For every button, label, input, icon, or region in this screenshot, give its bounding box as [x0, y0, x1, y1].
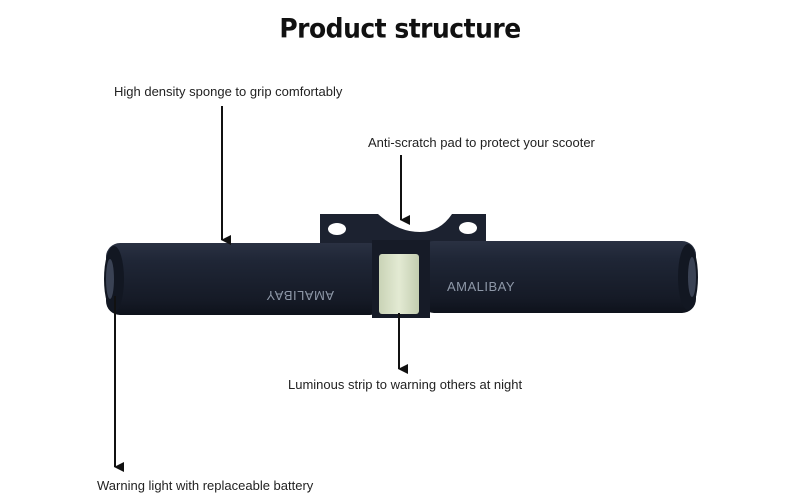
warning-light-left [106, 259, 114, 299]
label-anti-scratch-pad: Anti-scratch pad to protect your scooter [368, 135, 595, 150]
brand-text-right: AMALIBAY [447, 279, 515, 294]
label-warning-light: Warning light with replaceable battery [97, 478, 314, 493]
label-luminous-strip: Luminous strip to warning others at nigh… [288, 377, 523, 392]
grip-right [420, 241, 698, 313]
grip-left [104, 243, 384, 315]
bracket-hole-left [328, 223, 346, 235]
warning-light-right [688, 257, 696, 297]
bracket-hole-right [459, 222, 477, 234]
mounting-bracket [320, 214, 486, 246]
label-sponge: High density sponge to grip comfortably [114, 84, 343, 99]
brand-text-left: AMALIBAY [266, 288, 334, 303]
luminous-strip [379, 254, 419, 314]
diagram-title: Product structure [279, 12, 521, 45]
